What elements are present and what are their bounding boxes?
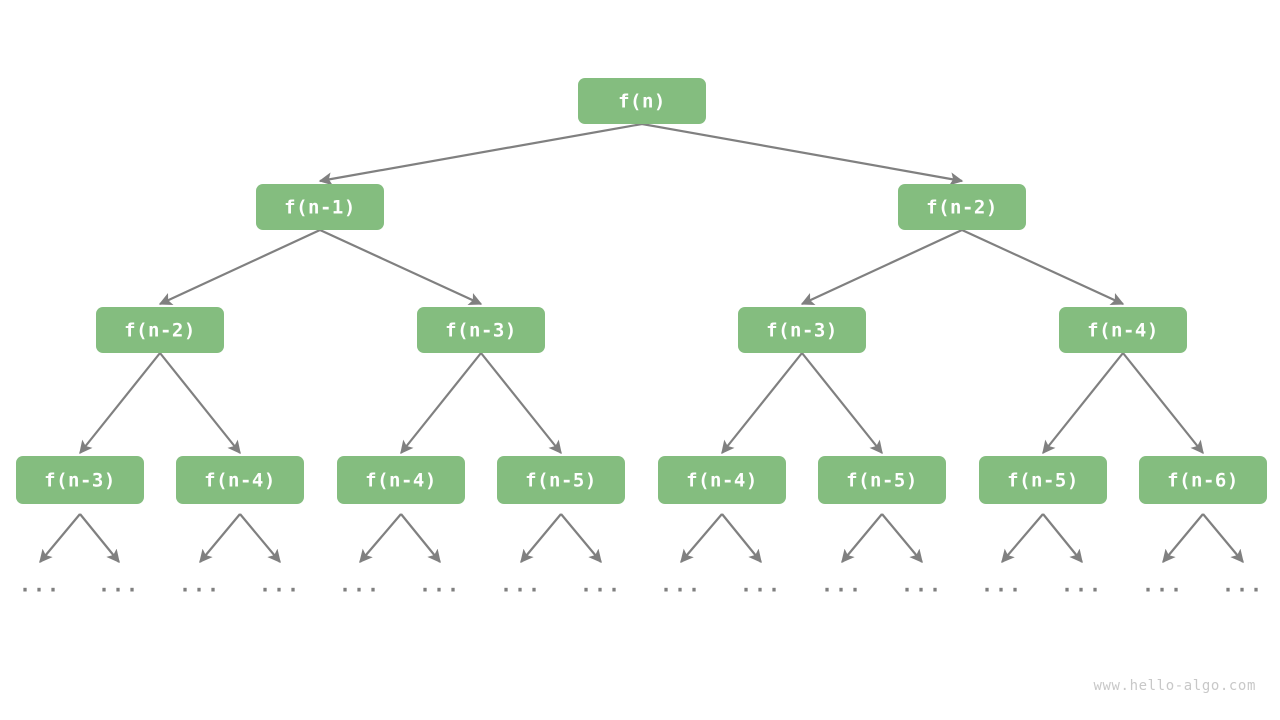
tree-edge-stub — [721, 513, 762, 564]
tree-node-box — [417, 307, 545, 353]
tree-edge — [1122, 352, 1204, 455]
ellipsis-mark: ... — [1222, 573, 1264, 597]
ellipsis-mark: ... — [259, 573, 301, 597]
tree-node[interactable]: f(n-4) — [176, 456, 304, 504]
ellipsis-mark: ... — [98, 573, 140, 597]
tree-node[interactable]: f(n-6) — [1139, 456, 1267, 504]
tree-node[interactable]: f(n-4) — [658, 456, 786, 504]
ellipsis-mark: ... — [419, 573, 461, 597]
tree-node-box — [818, 456, 946, 504]
tree-edge — [801, 352, 883, 455]
tree-node-label: f(n-6) — [1167, 470, 1239, 492]
ellipsis-layer: ........................................… — [19, 573, 1264, 597]
tree-edge — [318, 122, 643, 186]
ellipsis-mark: ... — [740, 573, 782, 597]
tree-edge — [480, 352, 562, 455]
tree-node-label: f(n-5) — [846, 470, 918, 492]
tree-node[interactable]: f(n-2) — [898, 184, 1026, 230]
tree-edge-stub — [359, 513, 402, 564]
tree-edge — [319, 229, 483, 306]
tree-node-label: f(n-3) — [766, 320, 838, 342]
tree-node-label: f(n-3) — [44, 470, 116, 492]
tree-node[interactable]: f(n-5) — [497, 456, 625, 504]
tree-edge-stub — [520, 513, 562, 564]
tree-node-label: f(n-2) — [926, 197, 998, 219]
ellipsis-mark: ... — [1142, 573, 1184, 597]
tree-edge-stub — [841, 513, 883, 564]
edges-layer — [79, 122, 1204, 455]
tree-node-label: f(n-5) — [1007, 470, 1079, 492]
ellipsis-mark: ... — [19, 573, 61, 597]
tree-node[interactable]: f(n-1) — [256, 184, 384, 230]
tree-edge-stub — [1162, 513, 1204, 564]
tree-edge-stub — [1202, 513, 1244, 564]
tree-edge-stub — [39, 513, 81, 564]
ellipsis-mark: ... — [339, 573, 381, 597]
tree-node-box — [497, 456, 625, 504]
tree-node-box — [1059, 307, 1187, 353]
tree-edge-stub — [560, 513, 602, 564]
tree-node-label: f(n-5) — [525, 470, 597, 492]
tree-node-box — [578, 78, 706, 124]
tree-node-label: f(n-4) — [1087, 320, 1159, 342]
tree-edge-stub — [400, 513, 441, 564]
tree-node[interactable]: f(n-5) — [979, 456, 1107, 504]
tree-node-label: f(n-1) — [284, 197, 356, 219]
tree-edge — [400, 352, 482, 455]
tree-edge-stub — [79, 513, 120, 564]
tree-edge — [641, 122, 964, 186]
tree-edge-stub — [199, 513, 241, 564]
tree-node[interactable]: f(n-2) — [96, 307, 224, 353]
tree-node[interactable]: f(n-3) — [738, 307, 866, 353]
tree-edge — [961, 229, 1125, 306]
ellipsis-mark: ... — [981, 573, 1023, 597]
tree-node-box — [738, 307, 866, 353]
tree-node[interactable]: f(n-3) — [16, 456, 144, 504]
tree-edge-stub — [239, 513, 281, 564]
ellipsis-mark: ... — [1061, 573, 1103, 597]
leaf-stub-edges-layer — [39, 513, 1244, 564]
tree-edge — [800, 229, 963, 306]
tree-node-box — [898, 184, 1026, 230]
ellipsis-mark: ... — [580, 573, 622, 597]
tree-node-label: f(n) — [618, 91, 666, 113]
tree-node-label: f(n-4) — [204, 470, 276, 492]
tree-node[interactable]: f(n-3) — [417, 307, 545, 353]
ellipsis-mark: ... — [500, 573, 542, 597]
tree-node-box — [658, 456, 786, 504]
tree-edge-stub — [881, 513, 923, 564]
tree-node[interactable]: f(n-5) — [818, 456, 946, 504]
tree-node[interactable]: f(n-4) — [1059, 307, 1187, 353]
tree-node-box — [176, 456, 304, 504]
tree-edge — [721, 352, 803, 455]
tree-edge-stub — [680, 513, 723, 564]
tree-edge — [79, 352, 161, 455]
watermark-label: www.hello-algo.com — [1093, 678, 1256, 694]
tree-node-box — [979, 456, 1107, 504]
nodes-layer: f(n) f(n-1) f(n-2) f(n-2) f(n-3) f(n-3) f(n-4)… — [16, 78, 1267, 504]
ellipsis-mark: ... — [821, 573, 863, 597]
tree-node-box — [96, 307, 224, 353]
tree-node-box — [337, 456, 465, 504]
tree-edge — [159, 352, 241, 455]
ellipsis-mark: ... — [179, 573, 221, 597]
ellipsis-mark: ... — [901, 573, 943, 597]
tree-node[interactable]: f(n) — [578, 78, 706, 124]
tree-node-box — [16, 456, 144, 504]
tree-edge — [1042, 352, 1124, 455]
tree-node[interactable]: f(n-4) — [337, 456, 465, 504]
tree-node-label: f(n-3) — [445, 320, 517, 342]
tree-edge — [158, 229, 321, 306]
tree-node-label: f(n-4) — [365, 470, 437, 492]
tree-edge-stub — [1001, 513, 1044, 564]
tree-node-box — [256, 184, 384, 230]
tree-edge-stub — [1042, 513, 1083, 564]
tree-node-box — [1139, 456, 1267, 504]
tree-node-label: f(n-2) — [124, 320, 196, 342]
tree-node-label: f(n-4) — [686, 470, 758, 492]
ellipsis-mark: ... — [660, 573, 702, 597]
